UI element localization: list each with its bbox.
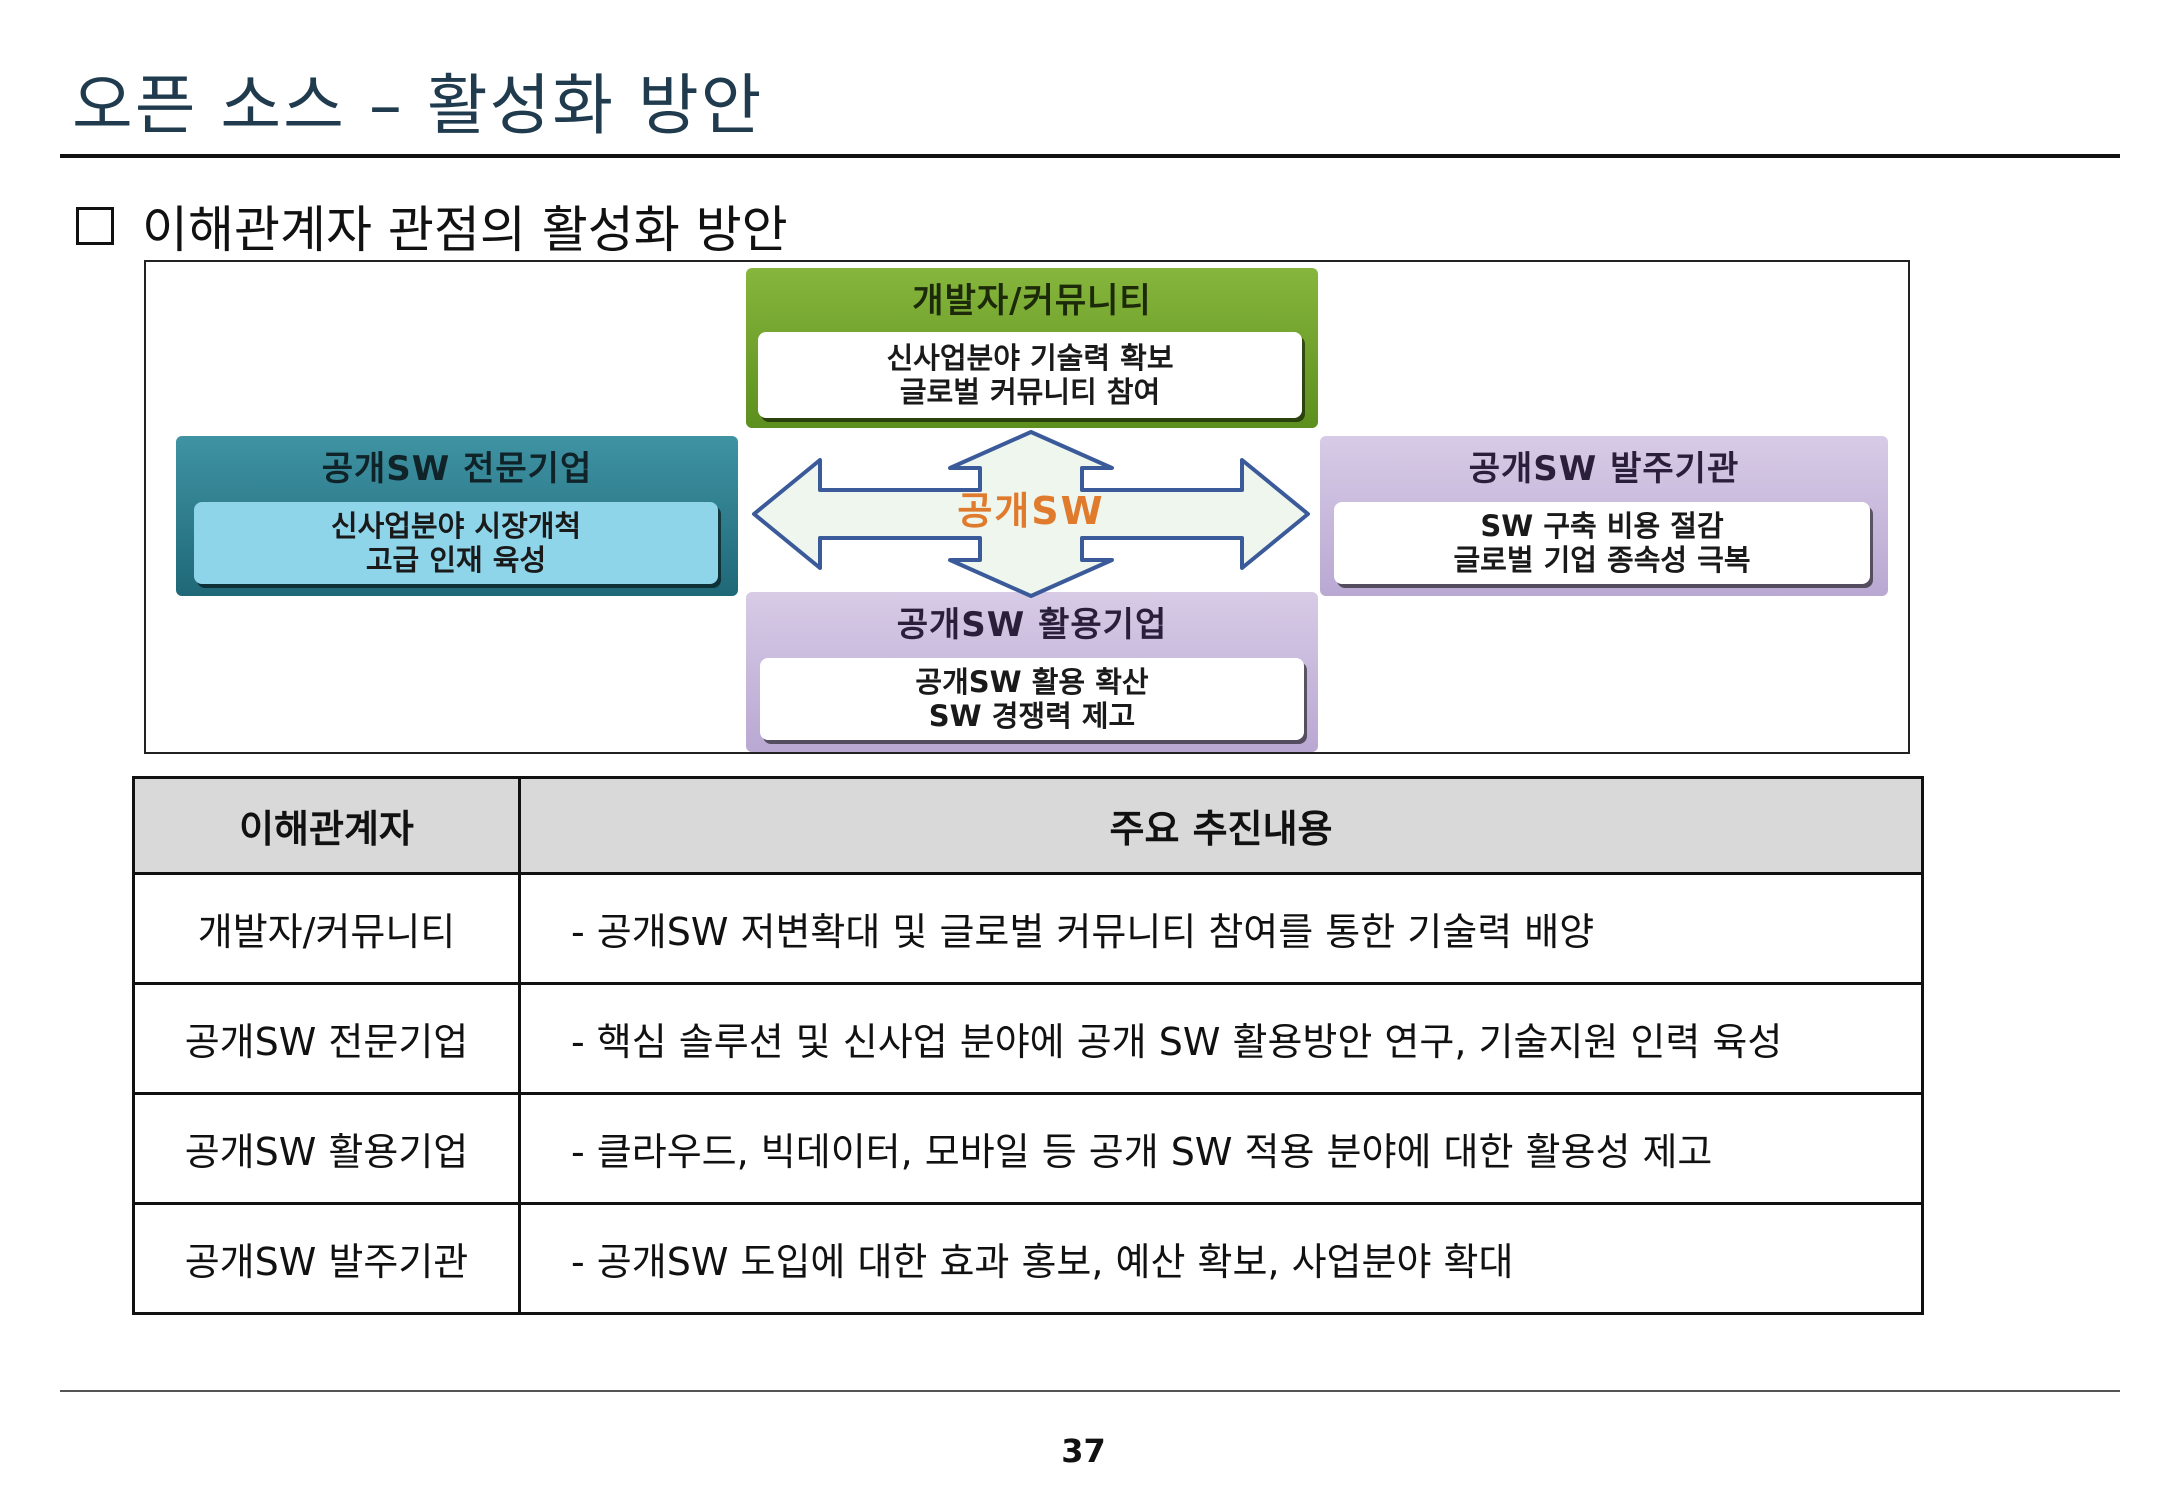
section-heading: 이해관계자 관점의 활성화 방안 bbox=[76, 190, 788, 262]
diagram-box-sw-specialist: 공개SW 전문기업 신사업분야 시장개척 고급 인재 육성 bbox=[176, 436, 738, 596]
table-cell-content: - 핵심 솔루션 및 신사업 분야에 공개 SW 활용방안 연구, 기술지원 인… bbox=[518, 982, 1924, 1095]
table-row: 공개SW 전문기업 - 핵심 솔루션 및 신사업 분야에 공개 SW 활용방안 … bbox=[132, 982, 1924, 1095]
table-cell-stakeholder: 공개SW 전문기업 bbox=[132, 982, 521, 1095]
table-cell-stakeholder: 공개SW 발주기관 bbox=[132, 1202, 521, 1315]
diagram-box-line: 신사업분야 시장개척 bbox=[330, 509, 582, 543]
diagram-box-title: 공개SW 활용기업 bbox=[896, 604, 1168, 645]
table-header-content: 주요 추진내용 bbox=[518, 776, 1924, 875]
diagram-box-ordering-agency: 공개SW 발주기관 SW 구축 비용 절감 글로벌 기업 종속성 극복 bbox=[1320, 436, 1888, 596]
table-header-row: 이해관계자 주요 추진내용 bbox=[132, 776, 1924, 875]
table-row: 공개SW 발주기관 - 공개SW 도입에 대한 효과 홍보, 예산 확보, 사업… bbox=[132, 1202, 1924, 1315]
diagram-box-title: 개발자/커뮤니티 bbox=[912, 280, 1152, 321]
table-cell-stakeholder: 공개SW 활용기업 bbox=[132, 1092, 521, 1205]
table-cell-content: - 클라우드, 빅데이터, 모바일 등 공개 SW 적용 분야에 대한 활용성 … bbox=[518, 1092, 1924, 1205]
diagram-box-title: 공개SW 전문기업 bbox=[321, 448, 593, 489]
center-label: 공개SW bbox=[957, 489, 1105, 533]
diagram-box-line: 글로벌 기업 종속성 극복 bbox=[1453, 543, 1751, 577]
four-way-arrow-icon bbox=[752, 430, 1310, 598]
section-heading-text: 이해관계자 관점의 활성화 방안 bbox=[142, 201, 788, 259]
four-way-arrow: 공개SW bbox=[750, 430, 1312, 598]
stakeholder-diagram: 개발자/커뮤니티 신사업분야 기술력 확보 글로벌 커뮤니티 참여 공개SW 전… bbox=[144, 260, 1910, 754]
page-title: 오픈 소스 – 활성화 방안 bbox=[72, 67, 764, 144]
diagram-box-line: 고급 인재 육성 bbox=[365, 543, 547, 577]
diagram-box-body: 신사업분야 시장개척 고급 인재 육성 bbox=[194, 502, 718, 584]
table-cell-content: - 공개SW 저변확대 및 글로벌 커뮤니티 참여를 통한 기술력 배양 bbox=[518, 872, 1924, 985]
checkbox-bullet-icon bbox=[76, 207, 114, 245]
table-cell-content: - 공개SW 도입에 대한 효과 홍보, 예산 확보, 사업분야 확대 bbox=[518, 1202, 1924, 1315]
diagram-box-line: 글로벌 커뮤니티 참여 bbox=[899, 375, 1161, 409]
title-divider bbox=[60, 154, 2120, 158]
diagram-box-developer-community: 개발자/커뮤니티 신사업분야 기술력 확보 글로벌 커뮤니티 참여 bbox=[746, 268, 1318, 428]
diagram-box-body: 공개SW 활용 확산 SW 경쟁력 제고 bbox=[760, 658, 1304, 740]
page-number: 37 bbox=[1061, 1432, 1106, 1470]
table-header-stakeholder: 이해관계자 bbox=[132, 776, 521, 875]
diagram-box-body: SW 구축 비용 절감 글로벌 기업 종속성 극복 bbox=[1334, 502, 1870, 584]
diagram-box-title: 공개SW 발주기관 bbox=[1468, 448, 1740, 489]
diagram-box-body: 신사업분야 기술력 확보 글로벌 커뮤니티 참여 bbox=[758, 332, 1302, 418]
footer-divider bbox=[60, 1390, 2120, 1392]
diagram-box-line: SW 경쟁력 제고 bbox=[928, 699, 1136, 733]
diagram-box-sw-user-company: 공개SW 활용기업 공개SW 활용 확산 SW 경쟁력 제고 bbox=[746, 592, 1318, 752]
diagram-box-line: 공개SW 활용 확산 bbox=[915, 665, 1149, 699]
diagram-box-line: SW 구축 비용 절감 bbox=[1480, 509, 1724, 543]
stakeholder-table: 이해관계자 주요 추진내용 개발자/커뮤니티 - 공개SW 저변확대 및 글로벌… bbox=[132, 776, 1924, 1315]
diagram-box-line: 신사업분야 기술력 확보 bbox=[886, 341, 1174, 375]
table-cell-stakeholder: 개발자/커뮤니티 bbox=[132, 872, 521, 985]
table-row: 공개SW 활용기업 - 클라우드, 빅데이터, 모바일 등 공개 SW 적용 분… bbox=[132, 1092, 1924, 1205]
table-row: 개발자/커뮤니티 - 공개SW 저변확대 및 글로벌 커뮤니티 참여를 통한 기… bbox=[132, 872, 1924, 985]
